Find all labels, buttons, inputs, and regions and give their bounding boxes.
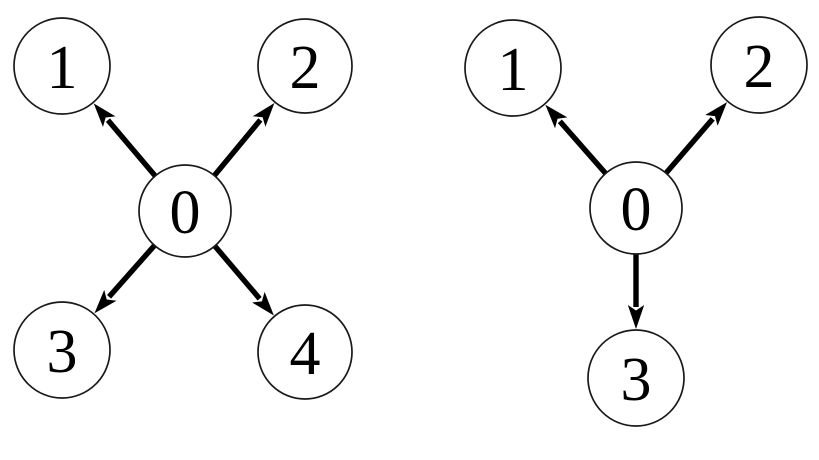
node-circle-0[interactable] bbox=[589, 161, 683, 255]
node-2[interactable]: 2 bbox=[257, 18, 353, 114]
node-2[interactable]: 2 bbox=[710, 16, 808, 114]
node-circle-3[interactable] bbox=[587, 329, 685, 427]
edge-line-0-to-2 bbox=[662, 117, 715, 177]
node-label-3: 3 bbox=[47, 318, 78, 386]
node-circle-2[interactable] bbox=[710, 16, 808, 114]
edge-arrowhead-0-to-3 bbox=[627, 305, 645, 329]
node-circle-4[interactable] bbox=[257, 304, 353, 400]
node-circle-1[interactable] bbox=[13, 17, 111, 115]
node-label-1: 1 bbox=[47, 34, 78, 102]
node-0[interactable]: 0 bbox=[138, 164, 232, 258]
edge-line-0-to-3 bbox=[107, 242, 158, 299]
edge-arrowhead-0-to-2 bbox=[252, 102, 275, 127]
edge-line-0-to-1 bbox=[105, 118, 159, 180]
node-circle-3[interactable] bbox=[13, 301, 111, 399]
node-4[interactable]: 4 bbox=[257, 304, 353, 400]
edge-arrowhead-0-to-2 bbox=[705, 102, 728, 126]
node-label-4: 4 bbox=[290, 320, 321, 388]
node-label-0: 0 bbox=[170, 179, 201, 247]
node-circle-0[interactable] bbox=[138, 164, 232, 258]
node-0[interactable]: 0 bbox=[589, 161, 683, 255]
node-circle-1[interactable] bbox=[464, 19, 562, 117]
node-circle-2[interactable] bbox=[257, 18, 353, 114]
node-3[interactable]: 3 bbox=[587, 329, 685, 427]
edge-line-0-to-1 bbox=[557, 119, 609, 177]
edge-line-0-to-2 bbox=[210, 118, 263, 179]
nodes-layer: 0 1 2 3 4 0 1 2 3 bbox=[13, 16, 808, 427]
edge-arrowhead-0-to-1 bbox=[545, 104, 568, 129]
edge-line-0-to-4 bbox=[211, 242, 262, 301]
node-label-2: 2 bbox=[290, 34, 321, 102]
node-1[interactable]: 1 bbox=[13, 17, 111, 115]
edge-arrowhead-0-to-4 bbox=[252, 291, 274, 316]
node-3[interactable]: 3 bbox=[13, 301, 111, 399]
edge-arrowhead-0-to-3 bbox=[94, 289, 117, 314]
node-label-3: 3 bbox=[621, 346, 652, 414]
node-1[interactable]: 1 bbox=[464, 19, 562, 117]
node-label-2: 2 bbox=[744, 33, 775, 101]
edges-layer bbox=[93, 102, 728, 329]
node-label-0: 0 bbox=[621, 176, 652, 244]
edge-arrowhead-0-to-1 bbox=[93, 103, 116, 127]
node-label-1: 1 bbox=[498, 36, 529, 104]
